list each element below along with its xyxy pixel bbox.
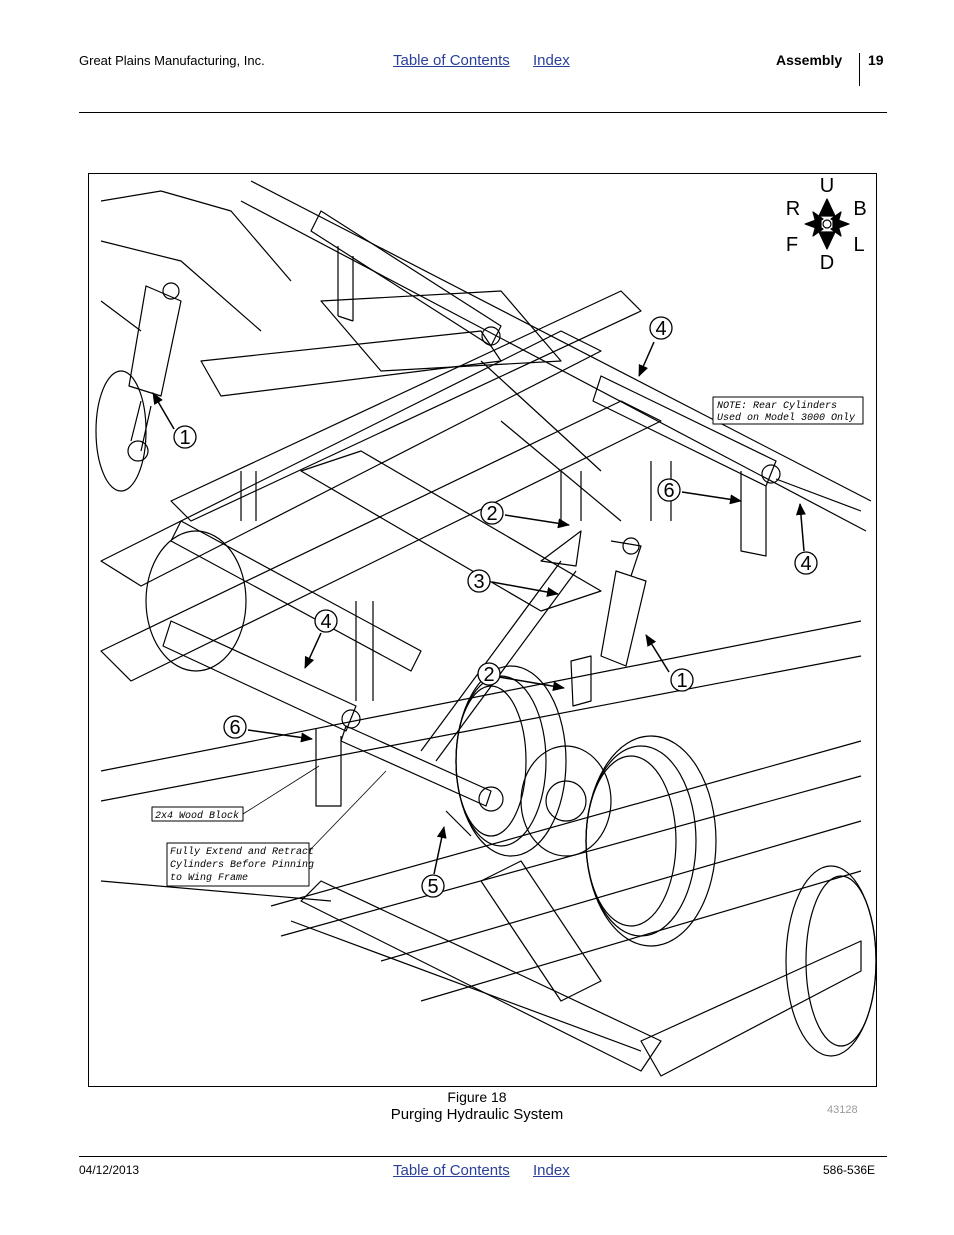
callout-2-lower: 2 [483,664,494,686]
footer-index-link[interactable]: Index [533,1162,570,1179]
header-divider [859,53,860,86]
callout-arrows [152,341,806,875]
callout-4-rear: 4 [655,318,666,340]
callout-circles [173,316,818,898]
callout-4-right: 4 [800,553,811,575]
callout-4-front: 4 [320,611,331,633]
note-wood-block: 2x4 Wood Block [155,810,239,822]
page-number: 19 [868,52,884,68]
figure-caption: Purging Hydraulic System [390,1106,564,1123]
footer-date: 04/12/2013 [79,1163,140,1177]
note-extend-line1: Fully Extend and Retract [170,846,314,858]
compass-back: B [853,198,866,220]
compass-down: D [820,252,834,274]
callout-5: 5 [427,876,438,898]
orientation-compass [804,198,850,250]
footer-toc-link[interactable]: Table of Contents [393,1162,510,1179]
header-rule [79,112,887,113]
note-extend-line3: to Wing Frame [170,872,248,884]
figure-part-number: 43128 [827,1104,858,1116]
callout-1-center: 1 [676,670,687,692]
note-rear-cylinders-line1: NOTE: Rear Cylinders [717,400,837,412]
callout-3: 3 [473,571,484,593]
note-leaders [242,765,387,852]
frame-linework [100,180,872,1077]
figure-frame: U D R B F L [88,173,877,1087]
note-boxes [151,396,864,887]
wheel-drawings [95,370,876,1057]
section-title: Assembly [776,52,843,68]
figure-number: Figure 18 [447,1089,507,1105]
footer-doc-number: 586-536E [823,1163,876,1177]
compass-up: U [820,175,834,197]
note-rear-cylinders-line2: Used on Model 3000 Only [717,412,856,424]
compass-right: R [786,198,800,220]
callout-6-front: 6 [229,717,240,739]
company-name: Great Plains Manufacturing, Inc. [79,53,265,68]
header-toc-link[interactable]: Table of Contents [393,52,510,69]
callout-2-upper: 2 [486,503,497,525]
compass-left: L [853,234,864,256]
hydraulic-system-drawing: U D R B F L [95,175,876,1077]
note-extend-line2: Cylinders Before Pinning [170,859,314,871]
header-index-link[interactable]: Index [533,52,570,69]
callout-6-rear: 6 [663,480,674,502]
compass-front: F [786,234,798,256]
callout-1-left: 1 [179,427,190,449]
footer-rule [79,1156,887,1157]
